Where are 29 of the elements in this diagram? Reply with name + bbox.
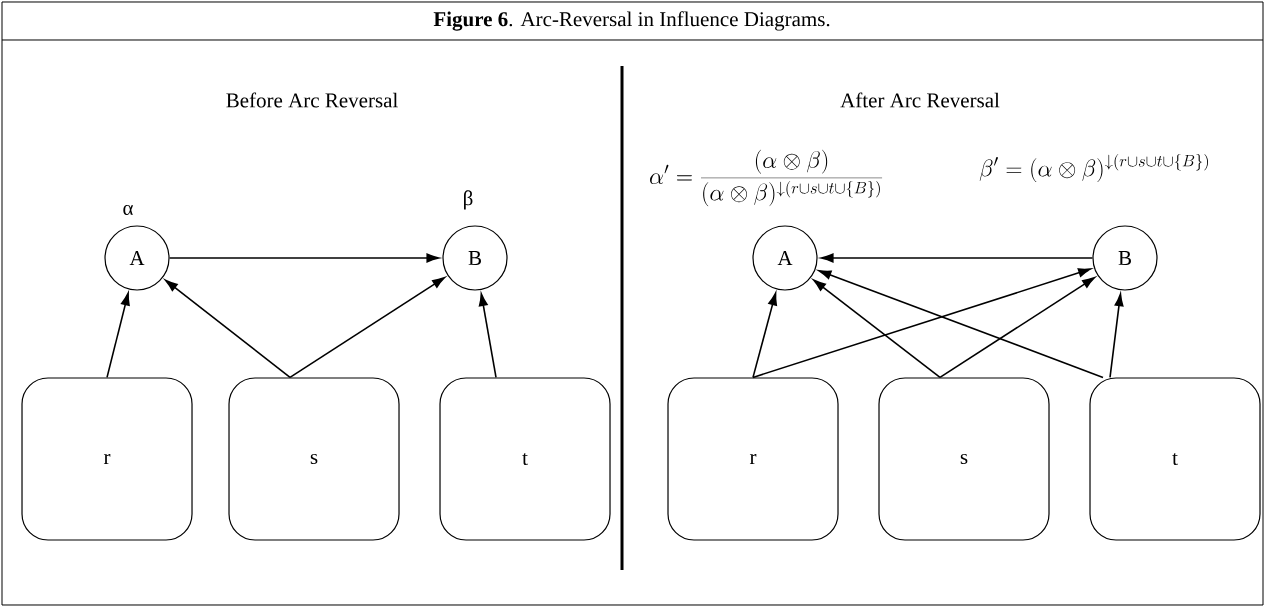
chance-node: B	[442, 225, 508, 291]
variable-box: s	[878, 377, 1050, 541]
variable-box: s	[228, 377, 400, 541]
arrow	[168, 253, 440, 263]
arrow	[939, 277, 1096, 379]
arrow	[752, 292, 778, 379]
chance-node: A	[752, 225, 818, 291]
arrow	[752, 268, 1092, 379]
arrow	[1109, 293, 1124, 379]
chance-node: A	[104, 225, 170, 291]
panel-heading: Before Arc Reversal	[226, 92, 398, 108]
potential-label: α	[123, 204, 134, 216]
variable-box: t	[439, 377, 611, 541]
chance-node: B	[1092, 225, 1158, 291]
arrow	[106, 292, 130, 379]
formula: $\beta' = (\alpha\otimes\beta)^{\downarrow(r\cup s\cup t\cup\{B\})}$	[979, 153, 1208, 183]
panel-heading: After Arc Reversal	[840, 92, 1000, 108]
variable-box: r	[21, 377, 193, 541]
arrow	[813, 279, 941, 379]
arrow	[818, 270, 1104, 379]
variable-box: t	[1089, 377, 1261, 541]
arrow	[478, 293, 497, 379]
potential-label: β	[464, 190, 473, 210]
variable-box: r	[667, 377, 839, 541]
title: Figure 6. Arc-Reversal in Influence Diagrams.	[433, 11, 830, 31]
arrow	[165, 279, 291, 379]
arrow	[289, 277, 446, 379]
arrow	[820, 253, 1094, 263]
formula: $\alpha' = \frac{(\alpha\otimes\beta)}{(\alpha\otimes\beta)^{\downarrow(r\cup s\cup t\cup\{B\})}}$	[650, 149, 883, 207]
